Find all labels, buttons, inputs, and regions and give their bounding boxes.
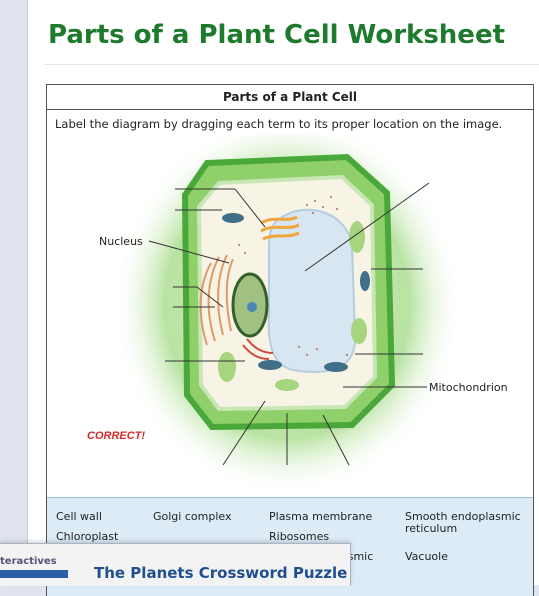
worksheet-instructions: Label the diagram by dragging each term … (55, 117, 502, 131)
page: Parts of a Plant Cell Worksheet Parts of… (27, 0, 539, 585)
title-divider (44, 64, 539, 65)
nucleolus (247, 302, 257, 312)
term-plasma-membrane[interactable]: Plasma membrane (269, 511, 372, 523)
term-vacuole[interactable]: Vacuole (405, 551, 448, 563)
plant-cell-diagram: Nucleus Mitochondrion CORRECT! (47, 135, 533, 495)
term-golgi-complex[interactable]: Golgi complex (153, 511, 231, 523)
vacuole (269, 210, 355, 372)
nucleus-label[interactable]: Nucleus (99, 235, 143, 248)
term-ribosomes[interactable]: Ribosomes (269, 531, 329, 543)
term-cell-wall[interactable]: Cell wall (56, 511, 102, 523)
page-title: Parts of a Plant Cell Worksheet (48, 20, 505, 50)
interactives-label: teractives (0, 556, 57, 567)
worksheet: Parts of a Plant Cell Label the diagram … (46, 84, 534, 596)
term-smooth-er[interactable]: Smooth endoplasmic reticulum (405, 511, 531, 535)
related-content-panel: teractives The Planets Crossword Puzzle (0, 543, 351, 586)
mitochondrion-label[interactable]: Mitochondrion (429, 381, 508, 394)
worksheet-header: Parts of a Plant Cell (47, 85, 533, 110)
interactives-tab[interactable] (0, 570, 68, 578)
crossword-link[interactable]: The Planets Crossword Puzzle (94, 564, 347, 582)
feedback-correct: CORRECT! (87, 430, 145, 442)
term-chloroplast[interactable]: Chloroplast (56, 531, 118, 543)
